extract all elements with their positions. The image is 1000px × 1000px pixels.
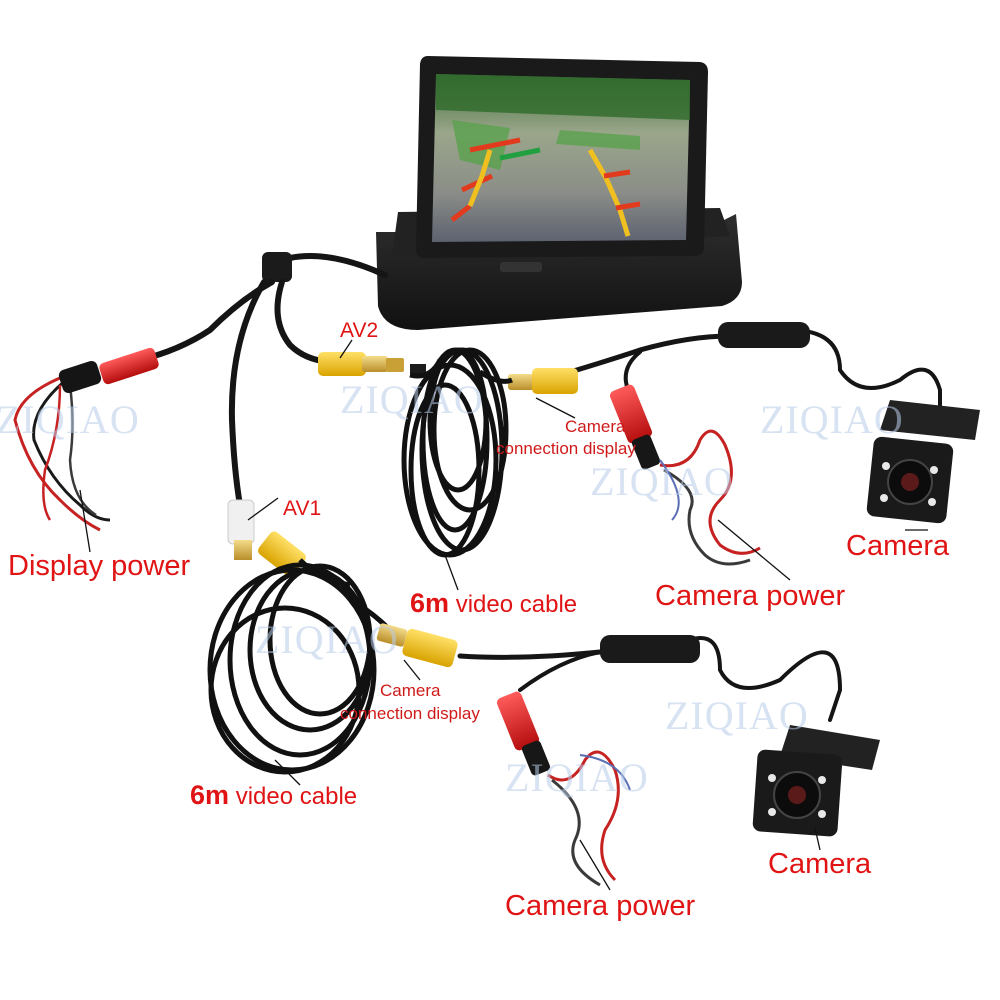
watermark: ZIQIAO (665, 693, 809, 738)
av1-label: AV1 (283, 497, 322, 520)
camera-bottom-label: Camera (768, 848, 872, 880)
camera-icon (866, 400, 980, 524)
coiled-video-cable-icon (401, 347, 513, 558)
display-power-label: Display power (8, 550, 191, 582)
camera-power-top-label: Camera power (655, 580, 846, 612)
screen-parking-view (432, 74, 690, 242)
camera-connection-bottom-label-1: Camera (380, 681, 441, 700)
av2-label: AV2 (340, 319, 379, 342)
cable-harness (137, 252, 942, 722)
monitor-icon (376, 56, 742, 330)
cable-splitter-icon (262, 252, 292, 282)
video-cable-top-label: 6m video cable (410, 588, 578, 618)
watermark: ZIQIAO (340, 377, 484, 422)
watermark: ZIQIAO (0, 397, 140, 442)
cable-connector-icon (600, 635, 700, 663)
monitor-button-icon (500, 262, 542, 272)
video-cable-bottom-label: 6m video cable (190, 780, 358, 810)
watermark: ZIQIAO (505, 755, 649, 800)
watermark: ZIQIAO (590, 459, 734, 504)
camera-rca-connector-icon (376, 623, 458, 668)
camera-icon (752, 725, 880, 837)
coiled-video-cable-icon (207, 558, 392, 775)
watermark: ZIQIAO (255, 617, 399, 662)
av2-rca-connector-icon (318, 352, 426, 376)
camera-power-plug-icon (609, 384, 761, 566)
watermark: ZIQIAO (760, 397, 904, 442)
camera-connection-bottom-label-2: connection display (340, 704, 480, 723)
camera-connection-top-label-1: Camera (565, 417, 626, 436)
camera-connection-top-label-2: connection display (496, 439, 636, 458)
camera-power-bottom-label: Camera power (505, 890, 696, 922)
camera-top-label: Camera (846, 530, 950, 562)
cable-connector-icon (718, 322, 810, 348)
display-power-plug-icon (13, 347, 159, 532)
pointer-lines (79, 339, 928, 891)
camera-rca-connector-icon (508, 368, 578, 394)
camera-power-plug-icon (496, 691, 631, 887)
